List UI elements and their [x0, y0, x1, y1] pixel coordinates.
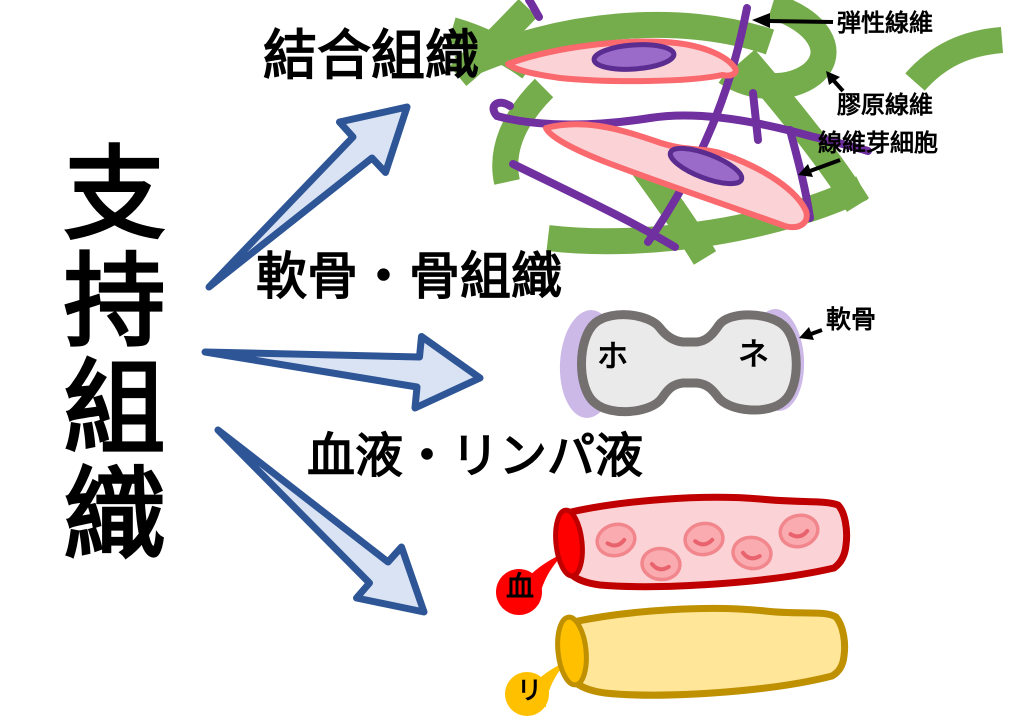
lymph-vessel-tube	[565, 604, 849, 699]
connective-tissue-illustration	[448, 0, 1004, 265]
bone-shape	[577, 310, 801, 417]
lymph-vessel-illustration	[505, 604, 849, 716]
bone-illustration	[559, 309, 805, 418]
cartilage-pointer-arrow	[799, 327, 823, 340]
branch-arrow-cartilage-bone	[201, 333, 484, 412]
branch-label-connective-tissue: 結合組織	[263, 26, 479, 86]
branch-label-cartilage-bone: 軟骨・骨組織	[256, 248, 563, 305]
lymph-vessel-opening	[555, 614, 589, 688]
blood-drop-label: 血	[506, 571, 535, 602]
fibroblast-nucleus-2	[667, 145, 745, 187]
bone-text-ne: ネ	[738, 337, 769, 372]
lymph-drop-label: リ	[517, 677, 543, 705]
elastic-fiber-lines	[489, 0, 872, 251]
fibroblast-cells	[505, 38, 810, 231]
branch-arrow-blood-lymph	[214, 426, 428, 616]
annotation-elastic-fiber: 弾性線維	[837, 10, 933, 37]
elastic-fiber-pointer-arrow	[752, 13, 834, 28]
blood-drop	[496, 552, 566, 615]
annotation-fibroblast: 線維芽細胞	[818, 130, 938, 157]
blood-vessel-opening	[553, 507, 585, 579]
branch-label-blood-lymph: 血液・リンパ液	[307, 430, 644, 483]
annotation-collagen-fiber: 膠原線維	[837, 92, 933, 119]
annotation-cartilage: 軟骨	[826, 306, 877, 334]
red-blood-cells	[595, 513, 820, 582]
fibroblast-pointer-arrow	[798, 158, 841, 177]
blood-vessel-illustration	[496, 493, 851, 615]
annotation-pointer-arrows	[752, 13, 845, 340]
page-title: 支持組織	[49, 140, 163, 568]
bone-text-ho: ホ	[597, 339, 628, 374]
collagen-fiber-pointer-arrow	[826, 71, 845, 93]
lymph-drop	[505, 660, 569, 716]
fibroblast-nucleus-1	[591, 42, 677, 72]
fibroblast-cell-2	[543, 121, 810, 231]
branch-arrow-connective	[205, 103, 411, 291]
collagen-fiber-bands	[448, 0, 1004, 265]
